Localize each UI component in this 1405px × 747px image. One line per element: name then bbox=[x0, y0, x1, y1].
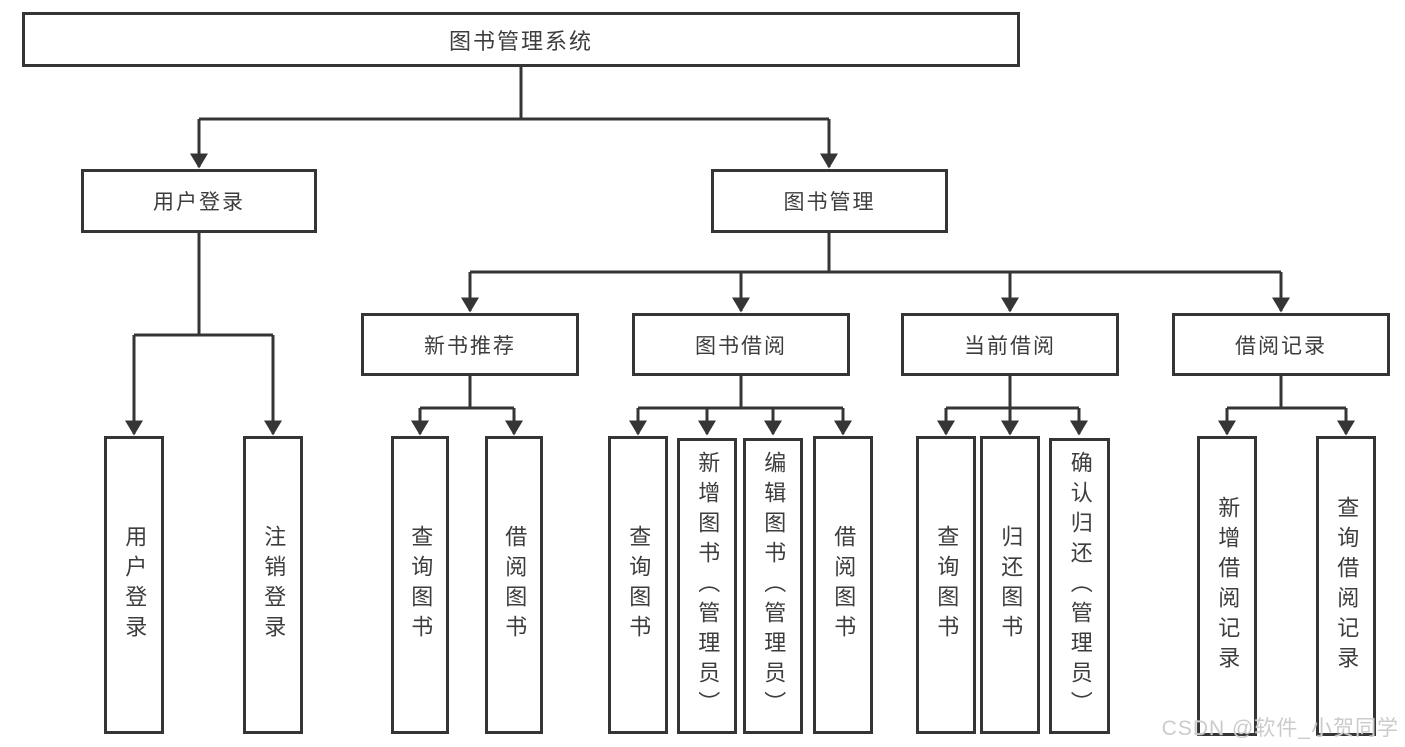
node-new-books-label: 新书推荐 bbox=[424, 334, 516, 358]
leaf-logout: 注销登录 bbox=[243, 436, 303, 734]
leaf-current-confirm-admin-label: 确认归还（管理员） bbox=[1067, 451, 1093, 721]
node-borrow-records-label: 借阅记录 bbox=[1235, 334, 1327, 358]
node-current-borrow-label: 当前借阅 bbox=[964, 334, 1056, 358]
leaf-borrow-borrow-label: 借阅图书 bbox=[831, 525, 857, 645]
leaf-borrow-query: 查询图书 bbox=[608, 436, 668, 734]
leaf-newbooks-borrow-label: 借阅图书 bbox=[502, 525, 528, 645]
leaf-logout-label: 注销登录 bbox=[261, 525, 287, 645]
leaf-records-query: 查询借阅记录 bbox=[1316, 436, 1376, 736]
leaf-current-confirm-admin: 确认归还（管理员） bbox=[1049, 438, 1110, 734]
leaf-borrow-add-admin: 新增图书（管理员） bbox=[677, 438, 737, 734]
node-user-login-label: 用户登录 bbox=[153, 191, 245, 214]
node-book-mgmt: 图书管理 bbox=[711, 169, 948, 233]
leaf-borrow-edit-admin-label: 编辑图书（管理员） bbox=[761, 451, 787, 721]
leaf-records-query-label: 查询借阅记录 bbox=[1334, 496, 1360, 676]
leaf-records-add-label: 新增借阅记录 bbox=[1215, 496, 1241, 676]
leaf-current-query: 查询图书 bbox=[916, 436, 976, 734]
leaf-borrow-query-label: 查询图书 bbox=[626, 525, 652, 645]
leaf-user-login: 用户登录 bbox=[104, 436, 164, 734]
node-root: 图书管理系统 bbox=[22, 12, 1020, 67]
leaf-borrow-edit-admin: 编辑图书（管理员） bbox=[743, 438, 803, 734]
node-user-login: 用户登录 bbox=[81, 169, 317, 233]
leaf-newbooks-borrow: 借阅图书 bbox=[485, 436, 543, 734]
node-book-borrow: 图书借阅 bbox=[632, 313, 850, 376]
node-new-books: 新书推荐 bbox=[361, 313, 579, 376]
node-book-mgmt-label: 图书管理 bbox=[783, 191, 876, 214]
watermark: CSDN @软件_小贺同学 bbox=[1161, 717, 1399, 740]
node-borrow-records: 借阅记录 bbox=[1172, 313, 1390, 376]
leaf-user-login-label: 用户登录 bbox=[122, 525, 148, 645]
leaf-current-query-label: 查询图书 bbox=[934, 525, 960, 645]
node-book-borrow-label: 图书借阅 bbox=[695, 334, 787, 358]
leaf-newbooks-query: 查询图书 bbox=[391, 436, 449, 734]
node-root-label: 图书管理系统 bbox=[448, 28, 593, 54]
leaf-current-return-label: 归还图书 bbox=[998, 525, 1024, 645]
leaf-newbooks-query-label: 查询图书 bbox=[408, 525, 434, 645]
leaf-borrow-borrow: 借阅图书 bbox=[813, 436, 873, 734]
leaf-current-return: 归还图书 bbox=[980, 436, 1040, 734]
leaf-records-add: 新增借阅记录 bbox=[1197, 436, 1257, 736]
node-current-borrow: 当前借阅 bbox=[901, 313, 1119, 376]
leaf-borrow-add-admin-label: 新增图书（管理员） bbox=[695, 451, 721, 721]
